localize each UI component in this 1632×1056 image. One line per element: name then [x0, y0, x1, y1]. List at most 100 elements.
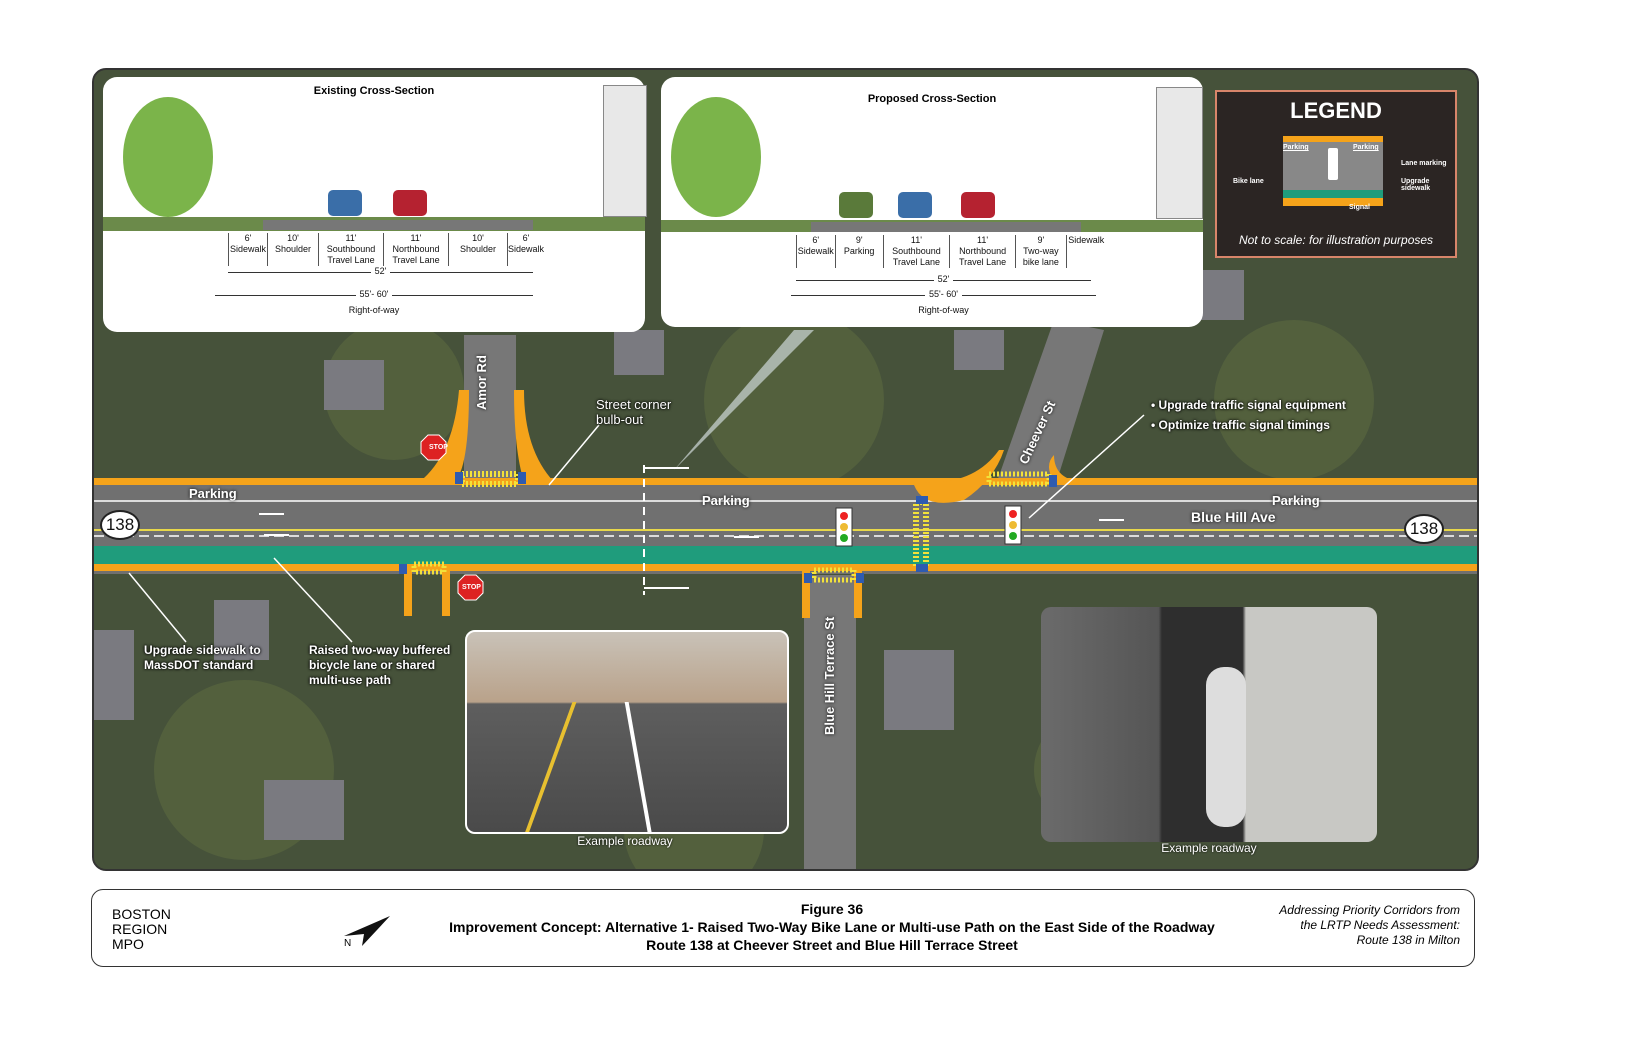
segment-label: Southbound Travel Lane [326, 244, 376, 265]
segment-width: 10' [287, 233, 299, 243]
north-arrow-icon: N [344, 916, 390, 948]
north-sidewalk [94, 478, 1477, 485]
route-138-shield: 138 [100, 510, 140, 540]
legend-parking: Parking [1283, 144, 1309, 151]
bike-lane [94, 546, 1477, 564]
panel-title: Existing Cross-Section [313, 85, 435, 97]
legend-parking: Parking [1353, 144, 1379, 151]
segment-label: Shoulder [459, 244, 497, 254]
segment-width: 11' [410, 233, 422, 243]
org-line: REGION [112, 921, 168, 937]
parking-label: Parking [702, 493, 750, 508]
row-label: Right-of-way [918, 305, 969, 315]
segment-width: 9' [1037, 235, 1045, 245]
org-line: MPO [112, 936, 144, 952]
segment-3: 11'Northbound Travel Lane [383, 233, 448, 266]
org-line: BOSTON [112, 906, 171, 922]
car-illustration [961, 192, 995, 218]
figure-subtitle: Route 138 at Cheever Street and Blue Hil… [646, 937, 1018, 953]
segment-2: 11'Southbound Travel Lane [318, 233, 383, 266]
house-illustration [603, 85, 647, 217]
figure-title: Improvement Concept: Alternative 1- Rais… [449, 919, 1215, 935]
callout-bike-lane: Raised two-way buffered bicycle lane or … [309, 643, 451, 687]
segment-label: Northbound Travel Lane [392, 244, 440, 265]
segment-label: Shoulder [274, 244, 312, 254]
street-label-blue-hill-ave: Blue Hill Ave [1191, 509, 1276, 525]
segment-5: Sidewalk [1065, 235, 1106, 268]
segment-label: Parking [843, 246, 875, 256]
figure-number: Figure 36 [800, 901, 864, 917]
segment-0: 6'Sidewalk [228, 233, 267, 266]
photo-caption: Example roadway [577, 834, 673, 848]
total-width: 52' [933, 274, 954, 284]
segment-width: 6' [244, 233, 252, 243]
segment-5: 6'Sidewalk [507, 233, 544, 266]
house-illustration [1156, 87, 1203, 219]
legend-diagram [1283, 136, 1383, 206]
segment-width: 11' [910, 235, 922, 245]
example-photo-cyclist [1041, 607, 1377, 842]
car-illustration [328, 190, 362, 216]
tree-illustration [671, 97, 761, 217]
segment-3: 11'Northbound Travel Lane [949, 235, 1015, 268]
legend-upgrade-sidewalk: Upgrade sidewalk [1401, 178, 1431, 192]
legend-bike-lane: Bike lane [1233, 178, 1264, 185]
legend: LEGEND Parking Parking Bike lane Lane ma… [1215, 90, 1457, 258]
report-line: Addressing Priority Corridors from [1279, 903, 1460, 917]
example-photo-bike-lane [465, 630, 789, 834]
report-line: Route 138 in Milton [1356, 933, 1460, 947]
segment-label: Southbound Travel Lane [892, 246, 941, 267]
segment-0: 6'Sidewalk [796, 235, 835, 268]
legend-lane-marking: Lane marking [1401, 160, 1447, 167]
segment-2: 11'Southbound Travel Lane [882, 235, 949, 268]
segment-1: 9'Parking [834, 235, 883, 268]
legend-note: Not to scale: for illustration purposes [1238, 233, 1434, 247]
car-illustration [898, 192, 932, 218]
parking-label: Parking [189, 486, 237, 501]
segment-width: 11' [977, 235, 989, 245]
row-width: 55'- 60' [355, 289, 393, 299]
callout-upgrade-sidewalk: Upgrade sidewalk to MassDOT standard [144, 643, 261, 672]
photo-caption: Example roadway [1161, 841, 1257, 855]
south-sidewalk [94, 564, 1477, 571]
street-label-amor-rd: Amor Rd [474, 355, 489, 410]
svg-text:N: N [344, 938, 351, 948]
car-illustration [393, 190, 427, 216]
parking-label: Parking [1272, 493, 1320, 508]
segment-width: 6' [522, 233, 530, 243]
route-138-shield: 138 [1404, 514, 1444, 544]
segment-width: 10' [472, 233, 484, 243]
segment-4: 10'Shoulder [448, 233, 507, 266]
segment-width: 9' [855, 235, 863, 245]
segment-width: 6' [812, 235, 820, 245]
street-label-blue-hill-terrace-st: Blue Hill Terrace St [822, 616, 837, 735]
segment-label: Sidewalk [1068, 235, 1105, 245]
row-width: 55'- 60' [925, 289, 962, 299]
callout-signal-timings: • Optimize traffic signal timings [1151, 418, 1330, 432]
report-line: the LRTP Needs Assessment: [1300, 918, 1460, 932]
car-illustration [839, 192, 873, 218]
row-label: Right-of-way [348, 305, 400, 315]
segment-label: Sidewalk [508, 244, 545, 254]
traffic-signal-icon [835, 507, 853, 547]
segment-label: Northbound Travel Lane [958, 246, 1007, 267]
figure-caption: Figure 36 Improvement Concept: Alternati… [402, 900, 1262, 954]
segment-4: 9'Two-way bike lane [1015, 235, 1065, 268]
traffic-signal-icon [1004, 505, 1022, 545]
segment-width: 11' [345, 233, 357, 243]
total-width: 52' [370, 266, 391, 276]
legend-title: LEGEND [1290, 98, 1382, 123]
tree-illustration [123, 97, 213, 217]
callout-signal-equipment: • Upgrade traffic signal equipment [1151, 398, 1346, 412]
segment-label: Sidewalk [229, 244, 267, 254]
segment-label: Two-way bike lane [1022, 246, 1059, 267]
panel-title: Proposed Cross-Section [867, 93, 997, 105]
stop-sign-label: STOP [429, 444, 448, 451]
callout-bulb-out: Street corner bulb-out [596, 397, 672, 427]
segment-label: Sidewalk [797, 246, 834, 256]
